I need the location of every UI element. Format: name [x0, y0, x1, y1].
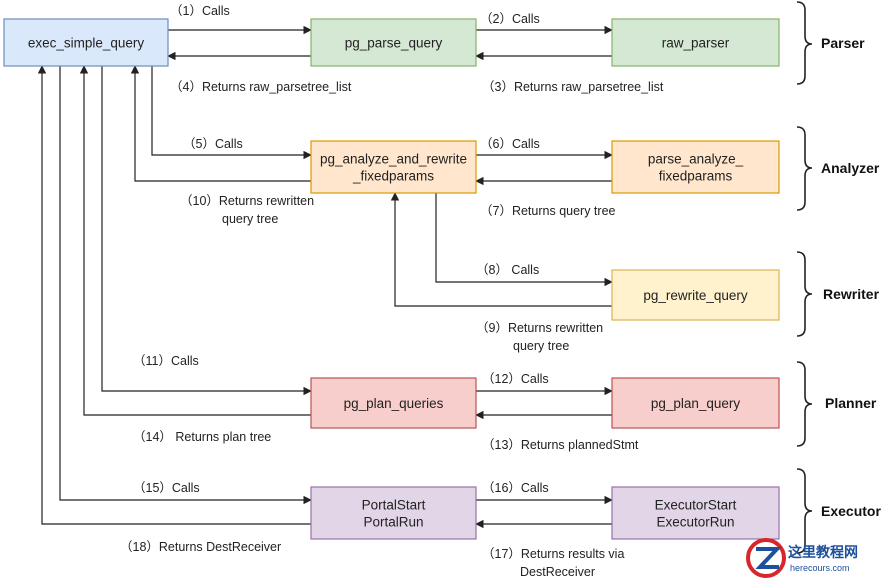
node-pg-rewrite-query: pg_rewrite_query — [611, 269, 780, 321]
node-box — [3, 18, 169, 67]
edge-label-6: （6）Calls — [480, 137, 540, 151]
edge-9 — [390, 192, 612, 307]
stage-label-executor: Executor — [821, 503, 881, 519]
node-pg-plan-queries: pg_plan_queries — [310, 377, 477, 429]
node-box — [611, 269, 780, 321]
node-exec-simple-query: exec_simple_query — [3, 18, 169, 67]
logo-z-icon — [755, 547, 782, 569]
edge-label-1: （1）Calls — [170, 4, 230, 18]
node-box — [611, 18, 780, 67]
logo-circle-icon — [746, 538, 786, 578]
edge-label-14: （14） Returns plan tree — [133, 430, 271, 444]
node-box — [310, 486, 477, 540]
node-label: ExecutorRun — [656, 515, 734, 530]
node-box — [310, 377, 477, 429]
node-label: PortalRun — [363, 515, 423, 530]
edge-label-4: （4）Returns raw_parsetree_list — [170, 80, 352, 94]
node-label: pg_parse_query — [345, 36, 443, 51]
edge-label-11: （11）Calls — [133, 354, 199, 368]
node-label: raw_parser — [662, 36, 730, 51]
stage-label-analyzer: Analyzer — [821, 160, 880, 176]
stage-braces — [796, 1, 813, 554]
watermark-title: 这里教程网 — [788, 544, 858, 560]
brace-planner — [796, 361, 813, 447]
node-label: pg_plan_queries — [344, 396, 444, 411]
edge-label-16: （16）Calls — [482, 481, 549, 495]
node-label: pg_analyze_and_rewrite — [320, 152, 467, 167]
stage-labels: Parser Analyzer Rewriter Planner Executo… — [821, 35, 881, 519]
edge-15 — [59, 66, 312, 505]
edges — [37, 25, 613, 529]
edge-label-17: （17）Returns results via DestReceiver — [482, 547, 628, 579]
edge-label-3: （3）Returns raw_parsetree_list — [482, 80, 664, 94]
node-box — [611, 377, 780, 429]
nodes: exec_simple_query pg_parse_query raw_parse… — [3, 18, 780, 540]
node-box — [611, 140, 780, 194]
node-pg-parse-query: pg_parse_query — [310, 18, 477, 67]
node-box — [310, 140, 477, 194]
node-label: parse_analyze_ — [648, 152, 744, 167]
brace-executor — [796, 468, 813, 554]
node-parse-analyze: parse_analyze_ fixedparams — [611, 140, 780, 194]
node-label: pg_rewrite_query — [643, 288, 748, 303]
brace-rewriter — [796, 251, 813, 337]
stage-label-rewriter: Rewriter — [823, 286, 880, 302]
node-box — [611, 486, 780, 540]
stage-label-planner: Planner — [825, 395, 877, 411]
edge-label-13: （13）Returns plannedStmt — [482, 438, 639, 452]
edge-14 — [79, 65, 311, 416]
watermark-logo: 这里教程网 herecours.com — [746, 538, 858, 578]
edge-label-18: （18）Returns DestReceiver — [120, 540, 281, 554]
brace-parser — [796, 1, 813, 85]
node-label: ExecutorStart — [655, 498, 737, 513]
node-label: exec_simple_query — [28, 36, 145, 51]
node-box — [310, 18, 477, 67]
edge-10 — [130, 65, 311, 182]
node-label: _fixedparams — [352, 169, 434, 184]
edge-label-10: （10）Returns rewritten query tree — [180, 194, 318, 226]
edge-label-2: （2）Calls — [480, 12, 540, 26]
edge-label-12: （12）Calls — [482, 372, 549, 386]
edge-18 — [37, 65, 311, 525]
node-pg-analyze-and-rewrite: pg_analyze_and_rewrite _fixedparams — [310, 140, 477, 194]
node-raw-parser: raw_parser — [611, 18, 780, 67]
edge-5 — [151, 66, 312, 160]
node-label: pg_plan_query — [651, 396, 741, 411]
brace-analyzer — [796, 126, 813, 211]
edge-labels: （1）Calls （2）Calls （3）Returns raw_parsetr… — [120, 4, 664, 579]
node-label: fixedparams — [659, 169, 733, 184]
edge-label-15: （15）Calls — [133, 481, 200, 495]
stage-label-parser: Parser — [821, 35, 865, 51]
watermark-subtitle: herecours.com — [790, 563, 850, 573]
edge-label-5: （5）Calls — [183, 137, 243, 151]
edge-label-8: （8） Calls — [476, 263, 539, 277]
node-label: PortalStart — [362, 498, 426, 513]
node-pg-plan-query: pg_plan_query — [611, 377, 780, 429]
edge-label-7: （7）Returns query tree — [480, 204, 616, 218]
edge-8 — [435, 193, 613, 287]
edge-label-9: （9）Returns rewritten query tree — [476, 321, 607, 353]
edge-11 — [101, 66, 312, 396]
